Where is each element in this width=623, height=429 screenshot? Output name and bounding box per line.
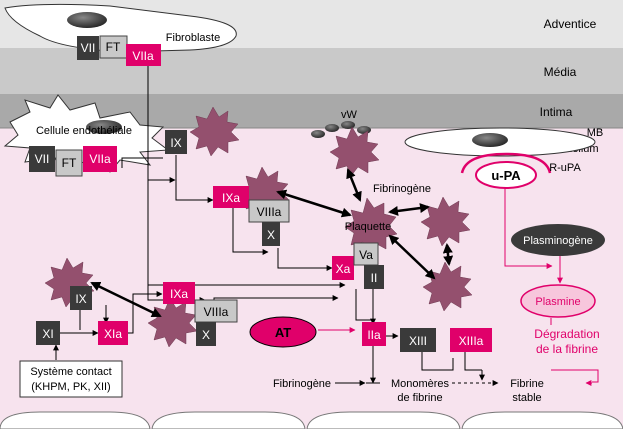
upa-receptor-arc [460,152,552,174]
plasmin-node [520,284,596,318]
monomers-label-1: Monomères [391,378,450,390]
layer-label-media: Média [544,65,577,79]
degradation-label-2: de la fibrine [536,342,598,356]
platelet-links [90,168,454,318]
layer-label-mb: MB [587,127,604,139]
endothelial-nucleus-right [472,133,508,147]
label-viiia-lower: VIIIa [204,305,229,319]
label-iia: IIa [367,328,381,342]
platelet-1 [189,106,240,157]
label-ixa-upper: IXa [222,191,240,205]
layer-label-adventice: Adventice [544,17,597,31]
label-viia-fibro: VIIa [132,49,154,63]
label-xa: Xa [336,262,351,276]
fibrin-label-2: stable [512,392,541,404]
platelet-2 [329,126,380,177]
factor-boxes: VII FT VIIa VII FT VIIa IX IXa VIIIa X X… [29,35,492,352]
box-ix-lower [70,286,92,310]
degradation-label-1: Dégradation [534,327,599,341]
box-xiii [400,328,436,352]
rupa-label: R-uPA [549,162,581,174]
label-ft-fibro: FT [106,40,121,54]
bottom-endothelium [0,411,623,429]
box-vii-endo [29,146,55,172]
plasminogen-label: Plasminogène [523,235,593,247]
label-ix-top: IX [170,136,181,150]
fibrinolysis-arrows [318,188,599,386]
box-x-lower [196,322,216,346]
fibrinogen-label-bottom: Fibrinogène [273,378,331,390]
label-ix-lower: IX [75,292,86,306]
fibroblast-nucleus [67,12,107,28]
upa-node [475,161,537,189]
label-ii: II [371,271,378,285]
label-ft-endo: FT [62,156,77,170]
contact-system-label-2: (KHPM, PK, XII) [31,381,110,393]
vw-label: vW [341,109,358,121]
box-xiiia [450,328,492,352]
box-x-upper [262,222,280,246]
fibrinogen-label-top: Fibrinogène [373,183,431,195]
label-ixa-lower: IXa [170,287,188,301]
box-viia-endo [83,146,117,172]
vw-particles [311,121,371,138]
upa-label: u-PA [491,168,521,183]
box-xa [332,256,354,280]
plasmin-label: Plasmine [535,296,580,308]
label-va: Va [359,248,373,262]
contact-system-label-1: Système contact [30,366,111,378]
label-viiia-upper: VIIIa [257,205,282,219]
box-ixa-upper [213,186,249,208]
fibroblast-cell [4,3,237,53]
box-ft-endo [55,149,83,177]
label-xiii: XIII [409,334,427,348]
platelet-4 [420,196,471,247]
label-xi: XI [42,327,53,341]
box-ix-top [165,130,187,154]
platelet-label: Plaquette [345,221,391,233]
monomers-label-2: de fibrine [397,392,442,404]
contact-system-box [19,360,123,398]
plasminogen-node [511,224,605,256]
fibroblast-label: Fibroblaste [166,32,220,44]
endothelial-label: Cellule endothéliale [36,125,132,137]
box-ixa-lower [163,282,195,304]
label-xiiia: XIIIa [459,334,484,348]
layer-label-intima: Intima [540,105,573,119]
antithrombin-node [249,316,317,348]
endothelial-nucleus [86,120,122,134]
label-x-upper: X [267,228,275,242]
label-xia: XIa [104,327,122,341]
box-viia-fibro [126,44,161,66]
antithrombin-label: AT [275,325,291,340]
label-vii-fibro: VII [81,41,96,55]
label-x-lower: X [202,328,210,342]
label-vii-endo: VII [35,152,50,166]
box-xi [36,321,60,345]
box-iia [362,322,386,346]
box-ii [364,265,384,289]
box-xia [98,321,128,345]
label-viia-endo: VIIa [89,152,111,166]
fibrin-label-1: Fibrine [510,378,544,390]
box-vii-fibro [77,36,99,60]
